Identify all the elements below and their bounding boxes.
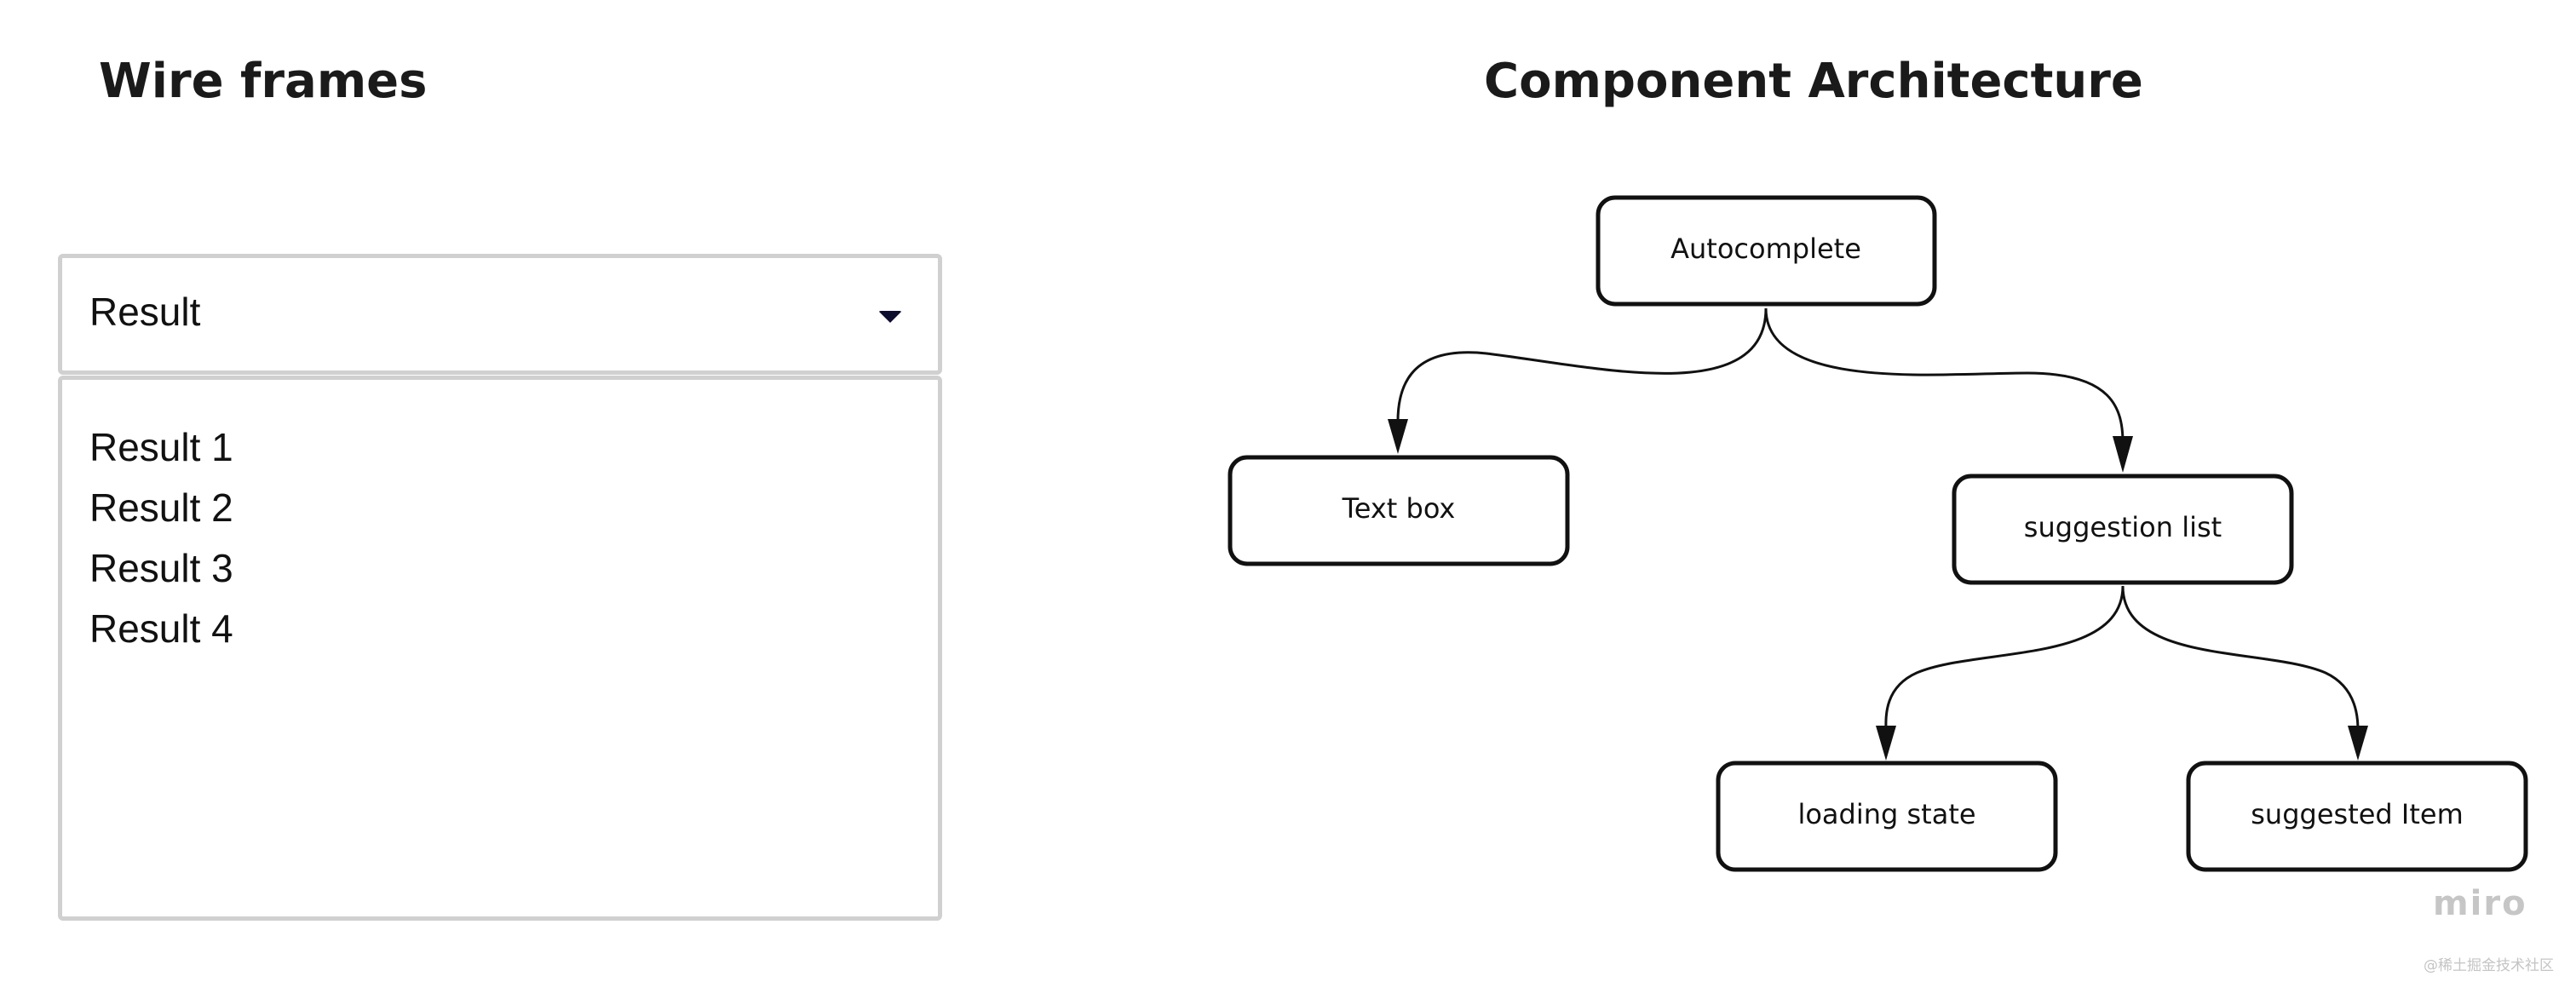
node-autocomplete-label: Autocomplete [1670,233,1861,265]
node-loading-state-label: loading state [1797,798,1975,830]
results-list: Result 1 Result 2 Result 3 Result 4 [89,417,233,659]
result-item[interactable]: Result 4 [89,606,233,651]
watermark-credit: @稀土掘金技术社区 [2424,957,2554,974]
arrowhead-text-box [1388,419,1408,454]
results-panel: Result 1 Result 2 Result 3 Result 4 [58,376,942,921]
node-loading-state[interactable]: loading state [1716,761,2058,872]
result-item[interactable]: Result 1 [89,425,233,469]
wireframes-title: Wire frames [99,54,428,109]
arrowhead-suggestion-list [2113,436,2133,473]
node-suggested-item[interactable]: suggested Item [2186,761,2528,872]
caret-down-icon[interactable] [878,311,902,323]
node-autocomplete[interactable]: Autocomplete [1596,195,1937,307]
edge-suggestion-list-to-loading-state [1884,585,2125,733]
result-select[interactable]: Result [58,254,942,375]
edge-autocomplete-to-suggestion-list [1764,307,2125,444]
result-item[interactable]: Result 3 [89,546,233,590]
edge-suggestion-list-to-suggested-item [2121,585,2360,733]
arrowhead-suggested-item [2348,726,2368,761]
node-text-box-label: Text box [1342,492,1456,525]
edge-autocomplete-to-text-box [1396,307,1768,427]
node-text-box[interactable]: Text box [1228,455,1570,566]
node-suggestion-list[interactable]: suggestion list [1952,474,2294,585]
select-value: Result [89,290,201,334]
miro-logo: miro [2433,884,2527,923]
arrowhead-loading-state [1876,726,1896,761]
node-suggestion-list-label: suggestion list [2024,511,2222,543]
result-item[interactable]: Result 2 [89,485,233,530]
architecture-title: Component Architecture [1484,54,2143,109]
node-suggested-item-label: suggested Item [2251,798,2464,830]
